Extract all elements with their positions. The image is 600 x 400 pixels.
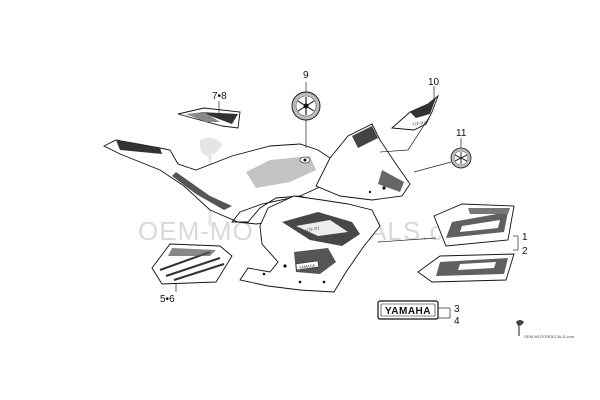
fairing-yamaha-text: YAMAHA: [298, 263, 315, 270]
corner-watermark: OEM-MOTORDECALS.com: [516, 320, 575, 339]
tank-emblem-part: [291, 91, 321, 121]
side-panel-decal-upper: [433, 203, 515, 247]
callout-labels: 7•8 9 10 11 1 2 3 4 5•6: [160, 70, 528, 327]
callout-10: 10: [428, 77, 440, 88]
callout-2: 2: [522, 246, 528, 257]
front-cowl-script: YZF-R1: [411, 119, 426, 126]
small-emblem-part: [450, 147, 472, 169]
fairing-script-left: YZF-R1: [305, 225, 320, 233]
callout-1: 1: [522, 232, 528, 243]
motorcycle-body: YZF-R1 YAMAHA: [102, 123, 411, 293]
callout-3: 3: [454, 304, 460, 315]
side-panel-decal-lower: [417, 253, 515, 283]
callout-7-8: 7•8: [212, 91, 227, 102]
lower-cowl-decal-part: [151, 243, 233, 285]
front-cowl-decal-part: YZF-R1: [390, 94, 439, 131]
yamaha-decal-part: YAMAHA: [377, 300, 439, 320]
leader-lines: [175, 82, 519, 319]
yamaha-decal-text: YAMAHA: [385, 306, 431, 317]
callout-4: 4: [454, 316, 460, 327]
callout-11: 11: [456, 128, 467, 139]
callout-9: 9: [303, 70, 309, 81]
tail-decal-part: [177, 107, 241, 129]
callout-5-6: 5•6: [160, 294, 175, 305]
corner-watermark-text: OEM-MOTORDECALS.com: [524, 334, 575, 339]
